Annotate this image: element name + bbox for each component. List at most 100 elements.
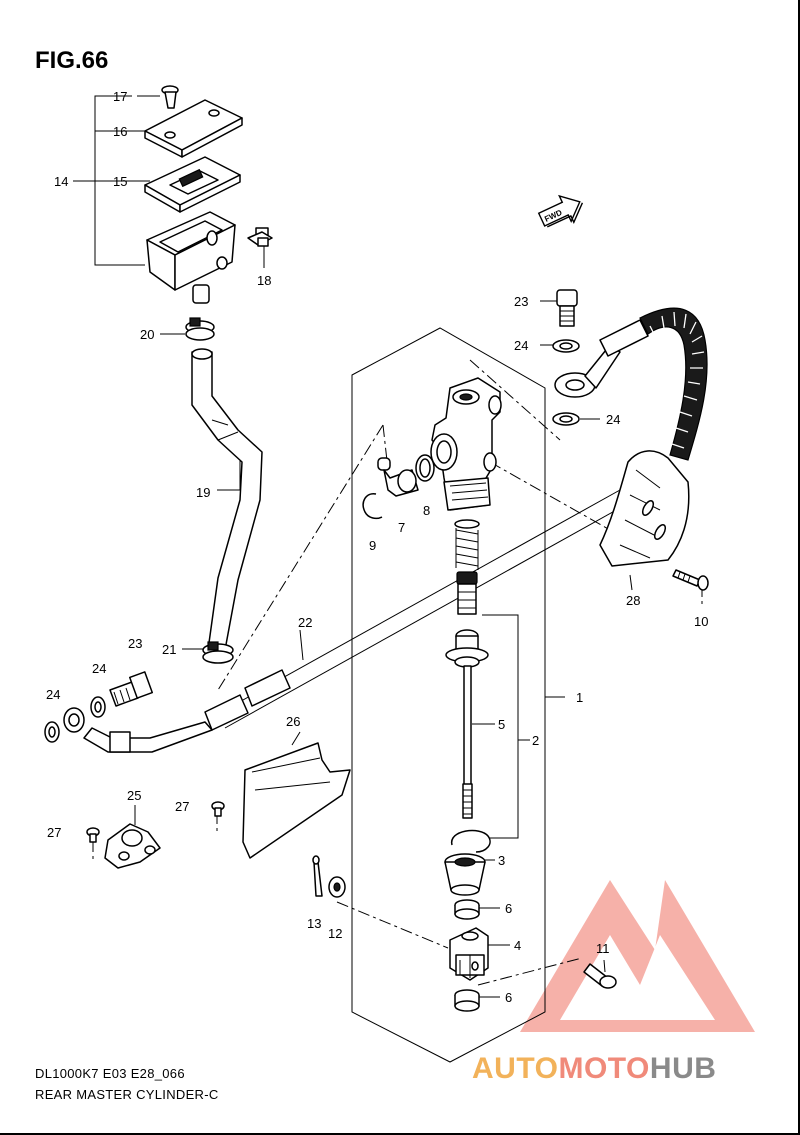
screw-10-icon xyxy=(672,569,709,591)
right-hose-group xyxy=(552,289,709,591)
callout-2: 2 xyxy=(532,733,539,748)
circlip-9-icon xyxy=(362,493,383,520)
callout-11: 11 xyxy=(596,941,610,956)
callout-16: 16 xyxy=(113,124,127,139)
dashdot-hose xyxy=(217,424,384,691)
callout-12: 12 xyxy=(328,926,342,941)
spring-icon xyxy=(454,519,480,570)
watermark-moto: MOTO xyxy=(558,1052,650,1085)
callout-17: 17 xyxy=(113,89,127,104)
callout-22: 22 xyxy=(298,615,312,630)
washer-24c-icon xyxy=(552,339,580,353)
assembly-frame xyxy=(351,327,546,1063)
bolt-23a-icon xyxy=(109,671,154,707)
figure-caption: REAR MASTER CYLINDER-C xyxy=(35,1087,219,1102)
leader-28 xyxy=(629,574,633,591)
leader-11 xyxy=(603,959,606,973)
reservoir-body-14-icon xyxy=(146,211,236,304)
figure-title: FIG.66 xyxy=(35,47,109,74)
cotter-pin-13-icon xyxy=(313,861,323,897)
watermark-triangle-inner xyxy=(560,935,715,1020)
callout-1: 1 xyxy=(576,690,583,705)
master-cylinder-body xyxy=(362,377,502,520)
bolt-18-icon xyxy=(247,227,273,247)
watermark-text: AUTOMOTOHUB xyxy=(472,1052,716,1086)
fwd-arrow-icon: FWD xyxy=(537,194,584,228)
callout-15: 15 xyxy=(113,174,127,189)
hose-22-sleeve xyxy=(244,669,291,707)
guard-group xyxy=(86,742,351,869)
misc-small-parts xyxy=(312,855,617,989)
reservoir-assembly xyxy=(144,85,273,304)
oring-8-icon xyxy=(415,454,435,482)
callout-8: 8 xyxy=(423,503,430,518)
watermark-auto: AUTO xyxy=(472,1052,559,1085)
boot-3-icon xyxy=(444,853,486,896)
figure-code: DL1000K7 E03 E28_066 xyxy=(35,1066,185,1081)
callout-24b: 24 xyxy=(46,687,60,702)
pin-11-icon xyxy=(583,963,617,989)
brake-hose-22 xyxy=(63,489,621,753)
callout-7: 7 xyxy=(398,520,405,535)
dashdot-pin xyxy=(477,957,583,986)
callout-4: 4 xyxy=(514,938,521,953)
callout-13: 13 xyxy=(307,916,321,931)
hose-22-lower-line xyxy=(224,507,621,729)
dashdot-washer xyxy=(336,901,449,949)
screw-27b-icon xyxy=(211,801,225,817)
bracket-2 xyxy=(482,614,519,839)
leader-26 xyxy=(291,731,301,746)
callout-6b: 6 xyxy=(505,990,512,1005)
callout-3: 3 xyxy=(498,853,505,868)
screw-27a-icon xyxy=(86,827,100,843)
washer-24d-icon xyxy=(552,412,580,426)
nut-6b-icon xyxy=(454,989,480,1012)
washer-24a-icon xyxy=(44,721,60,743)
guard-26-icon xyxy=(242,742,351,859)
reservoir-hose-assembly xyxy=(185,317,263,664)
leader-22 xyxy=(299,629,304,661)
hose-sleeve-marks xyxy=(211,419,239,441)
clamp-20-icon xyxy=(185,317,215,341)
callout-25: 25 xyxy=(127,788,141,803)
callout-9: 9 xyxy=(369,538,376,553)
cylinder-body-icon xyxy=(430,377,502,511)
hose-right-corrugated-icon xyxy=(639,307,708,461)
callout-26: 26 xyxy=(286,714,300,729)
diaphragm-plate-15-icon xyxy=(144,156,241,213)
union-7-icon xyxy=(377,457,419,497)
callout-18: 18 xyxy=(257,273,271,288)
nut-6a-icon xyxy=(454,899,480,920)
callout-24a: 24 xyxy=(92,661,106,676)
callout-24c: 24 xyxy=(514,338,528,353)
washer-24b-icon xyxy=(90,696,106,718)
pushrod-5-icon xyxy=(445,629,489,819)
bolt-23b-icon xyxy=(556,289,578,327)
hose-22-upper-line xyxy=(224,489,621,711)
callout-27a: 27 xyxy=(47,825,61,840)
circlip-2-icon xyxy=(451,829,491,853)
banjo-fitting-right-icon xyxy=(554,344,621,398)
piston-assembly xyxy=(444,519,491,1012)
callout-5: 5 xyxy=(498,717,505,732)
screw-17-icon xyxy=(161,85,179,109)
callout-14: 14 xyxy=(54,174,68,189)
clamp-21-icon xyxy=(202,641,234,664)
callout-27b: 27 xyxy=(175,799,189,814)
hose-22-nut xyxy=(109,731,131,753)
callout-24d: 24 xyxy=(606,412,620,427)
callout-numbers: 1 2 3 4 5 6 6 7 8 9 10 11 12 13 14 15 16… xyxy=(46,89,708,1005)
hose-19-icon xyxy=(191,351,263,651)
callout-23b: 23 xyxy=(514,294,528,309)
dashdot-banjo xyxy=(469,359,561,441)
callout-20: 20 xyxy=(140,327,154,342)
bracket-28-icon xyxy=(599,450,690,567)
callout-23a: 23 xyxy=(128,636,142,651)
callout-19: 19 xyxy=(196,485,210,500)
dashdot-union xyxy=(382,424,389,471)
hose-22-fitting xyxy=(83,721,213,753)
left-banjo-group xyxy=(44,671,154,743)
clevis-4-icon xyxy=(449,927,489,981)
